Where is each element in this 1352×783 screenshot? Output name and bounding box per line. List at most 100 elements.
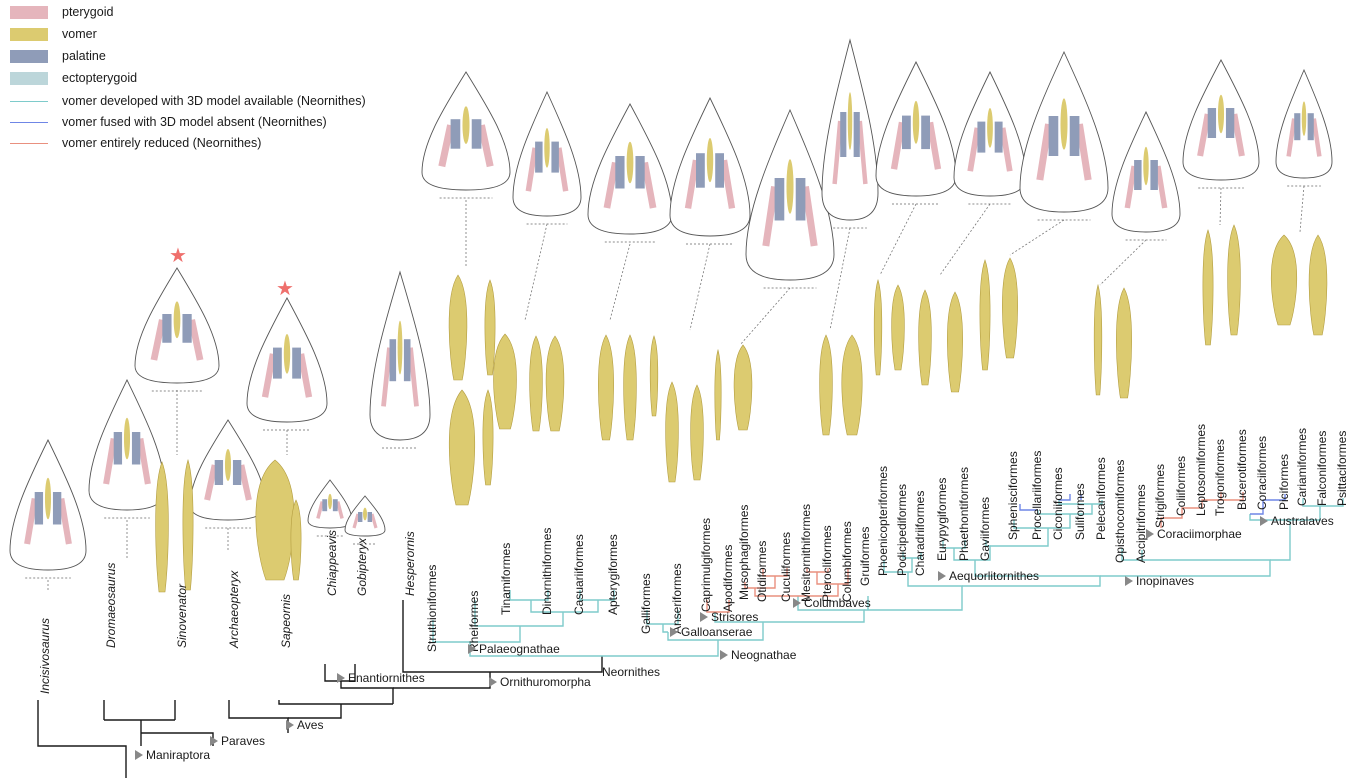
vomer-shape <box>174 301 181 338</box>
vomer-shape <box>913 101 919 144</box>
taxon-label: Sapeornis <box>279 594 293 648</box>
skull-drawing <box>513 92 581 224</box>
taxon-label: Caprimulgiformes <box>699 518 713 612</box>
palatine-shape <box>368 512 372 522</box>
taxon-label: Charadriiformes <box>913 491 927 576</box>
vomer-shape <box>707 138 713 182</box>
star-icon: ★ <box>169 246 187 266</box>
vomer-model <box>485 280 495 375</box>
taxon-label: Pelecaniformes <box>1094 457 1108 540</box>
vomer-model <box>650 336 658 416</box>
palatine-shape <box>535 142 542 173</box>
vomer-model <box>1094 285 1102 395</box>
palatine-shape <box>390 339 397 381</box>
taxon-label: Sphenisciformes <box>1006 451 1020 540</box>
vomer-model <box>183 460 193 590</box>
palatine-shape <box>615 156 624 189</box>
clade-label-australaves: Australaves <box>1260 514 1334 528</box>
node-triangle-icon <box>1125 576 1133 586</box>
tree-branch <box>38 700 126 778</box>
clade-label-aequorlitornithes: Aequorlitornithes <box>938 569 1039 583</box>
vomer-model <box>624 335 637 440</box>
taxon-label: Columbiformes <box>840 521 854 602</box>
taxon-label: Sinovenator <box>175 584 189 648</box>
palatine-shape <box>322 499 327 511</box>
vomer-model <box>598 335 613 440</box>
palatine-shape <box>451 119 461 149</box>
tree-branch <box>279 700 393 718</box>
palatine-shape <box>472 119 482 149</box>
clade-label-strisores: Strisores <box>700 610 758 624</box>
taxon-label: Apodiformes <box>721 545 735 612</box>
taxon-label: Dromaeosaurus <box>104 563 118 648</box>
vomer-model <box>494 334 517 429</box>
vomer-model <box>715 350 721 440</box>
taxon-label: Phoenicopteriformes <box>876 466 890 576</box>
vomer-shape <box>627 142 634 184</box>
vomer-model <box>1228 225 1241 335</box>
palatine-shape <box>1208 108 1216 138</box>
skull-drawing <box>1183 60 1259 188</box>
clade-label-palaeognathae: Palaeognathae <box>468 642 560 656</box>
vomer-model <box>666 382 679 482</box>
taxon-label: Accipitriformes <box>1134 484 1148 563</box>
taxon-label: Tinamiformes <box>499 543 513 615</box>
taxon-label: Struthioniformes <box>425 565 439 652</box>
palatine-shape <box>1150 160 1157 190</box>
vomer-shape <box>45 478 51 520</box>
node-triangle-icon <box>337 673 345 683</box>
skull-drawing <box>1276 70 1332 186</box>
taxon-label: Galliformes <box>639 573 653 634</box>
leader-line <box>1010 220 1064 255</box>
taxon-label: Phaethontiformes <box>957 467 971 561</box>
leader-line <box>525 224 547 320</box>
taxon-label: Gobipteryx <box>355 538 369 596</box>
palatine-shape <box>162 314 171 343</box>
vomer-shape <box>398 321 403 375</box>
vomer-model <box>449 390 475 505</box>
leader-line <box>690 244 710 330</box>
palatine-shape <box>854 112 860 157</box>
taxon-label: Otidiformes <box>755 541 769 602</box>
taxon-label: Eurypygiformes <box>935 478 949 561</box>
clade-label-ornithuromorpha: Ornithuromorpha <box>489 675 591 689</box>
clade-label-aves: Aves <box>286 718 323 732</box>
vomer-model <box>483 390 493 485</box>
palatine-shape <box>1294 113 1300 140</box>
vomer-shape <box>786 159 793 213</box>
palatine-shape <box>995 122 1003 153</box>
taxon-label: Mesitornithiformes <box>799 504 813 602</box>
tree-branch <box>141 733 213 746</box>
star-icon: ★ <box>276 279 294 299</box>
leader-line <box>1300 186 1304 232</box>
vomer-model <box>546 336 564 431</box>
clade-label-columbaves: Columbaves <box>793 596 871 610</box>
palatine-shape <box>114 432 122 465</box>
taxon-label: Podicipediformes <box>895 484 909 576</box>
taxon-label: Cuculiformes <box>779 532 793 602</box>
vomer-model <box>892 285 905 370</box>
clade-label-neornithes: Neornithes <box>602 665 660 679</box>
skull-drawing <box>1020 52 1108 220</box>
palatine-shape <box>902 116 911 150</box>
taxon-label: Gaviiformes <box>978 497 992 561</box>
vomer-model <box>691 385 704 480</box>
taxon-label: Ciconiiformes <box>1051 467 1065 540</box>
node-triangle-icon <box>720 650 728 660</box>
vomer-model <box>291 500 301 580</box>
vomer-model <box>156 462 169 592</box>
node-triangle-icon <box>793 598 801 608</box>
vomer-shape <box>544 128 549 168</box>
vomer-shape <box>987 108 993 148</box>
clade-label-neognathae: Neognathae <box>720 648 796 662</box>
vomer-shape <box>1060 98 1067 149</box>
palatine-shape <box>921 116 930 150</box>
palatine-shape <box>132 432 140 465</box>
palatine-shape <box>53 492 61 525</box>
vomer-shape <box>328 494 332 509</box>
vomer-shape <box>848 92 852 150</box>
vomer-model <box>980 260 990 370</box>
taxon-label: Strigiformes <box>1153 464 1167 528</box>
vomer-shape <box>284 334 290 374</box>
palatine-shape <box>977 122 985 153</box>
